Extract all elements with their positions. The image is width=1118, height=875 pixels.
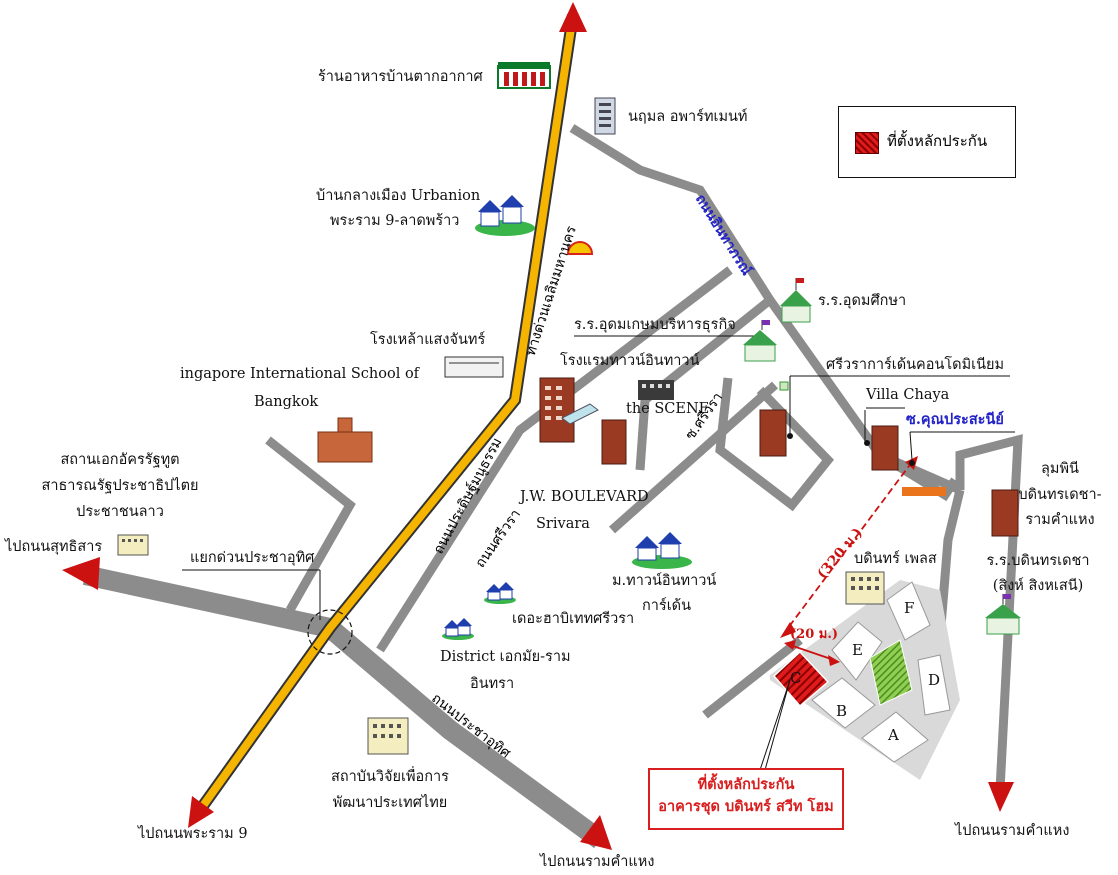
label-bodin-school-1: ร.ร.บดินทรเดชา [986,553,1090,569]
block-label-e: E [852,641,863,659]
label-hotel: โรงแรมทาวน์อินทาวน์ [560,353,700,369]
label-to-ramkhamhaeng-right: ไปถนนรามคำแหง [955,823,1070,839]
label-urbanion-1: บ้านกลางเมือง Urbanion [316,188,481,204]
road-soi-srivara-b [609,381,778,534]
legend: ที่ตั้งหลักประกัน [838,106,1016,178]
subject-site [770,580,960,780]
collateral-callout: ที่ตั้งหลักประกัน อาคารชุด บดินทร์ สวีท … [648,768,844,830]
block-label-c: C [790,669,802,687]
school-international-icon [317,417,373,463]
label-to-ramkhamhaeng-mid: ไปถนนรามคำแหง [540,854,655,870]
label-to-rama9: ไปถนนพระราม 9 [138,826,248,842]
house-village-icon [475,195,535,236]
arrow-expressway-north [559,2,587,32]
label-embassy-3: ประชาชนลาว [76,504,164,520]
road-loop [715,377,834,512]
bodindecha-school-icon [985,594,1021,635]
apartment-icon [594,97,616,135]
village-icon-town-garden [632,532,692,569]
bodindecha-place-icon [845,571,885,605]
srivara-condo-icon [759,381,789,457]
road-srivara-main [376,266,733,653]
block-d [917,654,951,716]
legend-label: ที่ตั้งหลักประกัน [887,132,988,150]
label-the-scene: the SCENE [626,401,710,417]
label-habitat: เดอะฮาบิเททศรีวรา [512,611,635,627]
label-bodin-school-2: (สิงห์ สิงหเสนี) [992,578,1084,594]
park [869,639,913,706]
label-embassy-2: สาธารณรัฐประชาธิปไตย [41,478,199,494]
block-label-d: D [928,671,941,689]
label-bodindecha-place: บดินทร์ เพลส [854,551,937,567]
villa-chaya-icon [871,425,899,471]
road-pracha-uthit [82,565,606,849]
junction-circle [307,609,353,655]
label-apartment: นฤมล อพาร์ทเมนท์ [628,109,748,125]
tower-icon-1 [601,419,627,465]
distance-long-line [784,461,913,633]
block-a [861,711,929,763]
label-district-1: District เอกมัย-ราม [440,649,571,665]
arrow-to-ramkhamhaeng-mid [580,815,612,850]
label-restaurant: ร้านอาหารบ้านตากอากาศ [318,69,483,85]
label-villa-chaya: Villa Chaya [866,387,950,403]
label-lumpini-1: ลุมพินี [1041,461,1079,477]
label-institute-2: พัฒนาประเทศไทย [332,795,448,811]
label-jw-boulevard: J.W. BOULEVARD [520,489,649,505]
label-liquor: โรงเหล้าแสงจันทร์ [370,332,486,348]
label-lumpini-3: รามคำแหง [1025,512,1095,528]
restaurant-icon [497,62,551,89]
block-label-b: B [836,702,848,720]
village-icon-district [442,618,474,640]
block-c [772,650,830,708]
liquor-factory-icon [444,356,504,378]
label-distance-short: (20 ม.) [790,627,839,642]
village-icon-habitat [484,582,516,604]
the-scene-icon [638,380,674,400]
label-town-garden-1: ม.ทาวน์อินทาวน์ [612,573,717,589]
road-diag-left [702,636,803,719]
orange-sign-icon [902,487,946,496]
label-to-sutthisan: ไปถนนสุทธิสาร [5,539,103,555]
label-town-garden-2: การ์เด้น [642,598,691,614]
embassy-icon [117,534,149,556]
institute-icon [367,717,409,755]
label-udom-suksa: ร.ร.อุดมศึกษา [818,293,907,309]
label-junction: แยกด่วนประชาอุทิศ [190,550,315,566]
label-institute-1: สถาบันวิจัยเพื่อการ [331,769,449,785]
label-embassy-1: สถานเอกอัครรัฐทูต [60,452,180,468]
callout-line2: อาคารชุด บดินทร์ สวีท โฮม [658,797,834,815]
block-f [886,581,931,641]
label-school-2: Bangkok [254,394,319,410]
label-school-1: ingapore International School of [180,366,420,382]
school-icon-udomsuksa [780,278,812,323]
block-b [811,677,876,729]
arrow-to-rama9 [188,796,214,828]
label-district-2: อินทรา [470,676,515,692]
block-label-a: A [888,726,899,744]
legend-swatch [855,132,879,154]
shell-station-icon [566,241,594,255]
callout-line1: ที่ตั้งหลักประกัน [697,776,795,793]
label-lumpini-2: บดินทรเดชา- [1018,487,1102,503]
distance-short-line [789,644,835,661]
block-label-f: F [904,599,915,617]
label-srivara-condo: ศรีวราการ์เด้นคอนโดมิเนียม [826,357,1005,373]
label-udom-kasem: ร.ร.อุดมเกษมบริหารธุรกิจ [574,317,736,333]
arrow-to-ramkhamhaeng-right [988,782,1014,812]
label-soi-khun: ซ.คุณประสะนีย์ [906,411,1004,428]
label-srivara: Srivara [536,516,590,532]
road-left-soi [265,436,356,613]
lumpini-icon [991,489,1019,537]
hotel-icon [539,377,599,443]
block-e [831,621,883,681]
school-icon-udomkasem [743,320,777,362]
arrow-to-sutthisan [62,557,100,590]
label-urbanion-2: พระราม 9-ลาดพร้าว [330,213,460,229]
